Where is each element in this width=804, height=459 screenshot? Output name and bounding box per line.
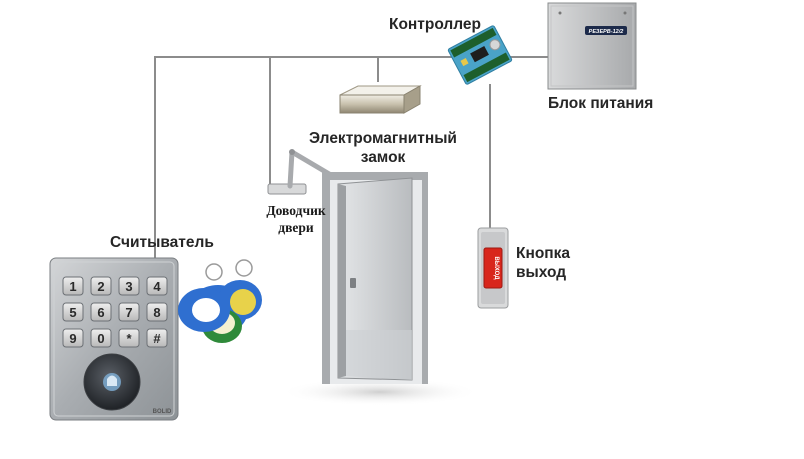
wiring bbox=[154, 56, 552, 258]
keypad-key-label: 7 bbox=[125, 305, 132, 320]
label-reader: Считыватель bbox=[110, 234, 214, 251]
keypad-key bbox=[146, 302, 168, 322]
keypad-key-label: 5 bbox=[69, 305, 76, 320]
keypad-key bbox=[90, 276, 112, 296]
door-assembly bbox=[280, 172, 480, 406]
label-exit-button-line1: Кнопка bbox=[516, 245, 571, 262]
keypad-key-label: 0 bbox=[97, 331, 104, 346]
keypad-key-label: 6 bbox=[97, 305, 104, 320]
label-magnetic-lock-line2: замок bbox=[360, 149, 406, 166]
power-supply-badge bbox=[585, 26, 627, 35]
keypad-key-label: # bbox=[153, 331, 161, 346]
keypad-key bbox=[62, 276, 84, 296]
label-magnetic-lock-line1: Электромагнитный bbox=[309, 130, 457, 147]
label-door-closer: Доводчик двери bbox=[258, 202, 334, 236]
keypad-key-label: 8 bbox=[153, 305, 160, 320]
reader-brand: BOLID bbox=[153, 409, 172, 415]
door-handle bbox=[350, 278, 356, 288]
label-exit-button: Кнопка выход bbox=[516, 244, 570, 282]
rfid-tags bbox=[178, 259, 262, 343]
keypad-key bbox=[146, 276, 168, 296]
label-exit-button-line2: выход bbox=[516, 264, 567, 281]
keypad-key bbox=[62, 328, 84, 348]
label-magnetic-lock: Электромагнитный замок bbox=[300, 129, 466, 167]
controller-board bbox=[447, 25, 513, 85]
keypad-key-label: 4 bbox=[153, 279, 161, 294]
label-controller: Контроллер bbox=[389, 16, 482, 33]
exit-button-device: ВЫХОД bbox=[477, 227, 509, 309]
keypad-key bbox=[118, 302, 140, 322]
electromagnetic-lock-device bbox=[339, 85, 422, 114]
keypad-key-label: * bbox=[126, 331, 132, 346]
keypad-key bbox=[118, 276, 140, 296]
exit-button-face-text: ВЫХОД bbox=[493, 257, 499, 281]
keypad-key bbox=[118, 328, 140, 348]
keypad-key-label: 1 bbox=[69, 279, 76, 294]
keypad-key-label: 2 bbox=[97, 279, 104, 294]
label-door-closer-line1: Доводчик bbox=[266, 203, 326, 218]
power-supply-unit: РЕЗЕРВ-12/2 bbox=[547, 2, 637, 90]
power-supply-badge-text: РЕЗЕРВ-12/2 bbox=[589, 29, 624, 35]
keypad-key-label: 9 bbox=[69, 331, 76, 346]
keypad-key bbox=[146, 328, 168, 348]
keypad-key-label: 3 bbox=[125, 279, 132, 294]
label-power-supply: Блок питания bbox=[548, 95, 654, 112]
label-door-closer-line2: двери bbox=[278, 220, 314, 235]
keypad: 1 2 3 4 5 6 7 8 9 0 * # bbox=[62, 276, 168, 348]
rfid-tag-yellow bbox=[230, 289, 256, 315]
keypad-key bbox=[90, 328, 112, 348]
reader-device: 1 2 3 4 5 6 7 8 9 0 * # BOLID bbox=[49, 257, 179, 421]
keypad-key bbox=[62, 302, 84, 322]
door-closer-device bbox=[267, 149, 339, 195]
wire-reader-to-controller bbox=[154, 56, 462, 258]
keypad-key bbox=[90, 302, 112, 322]
